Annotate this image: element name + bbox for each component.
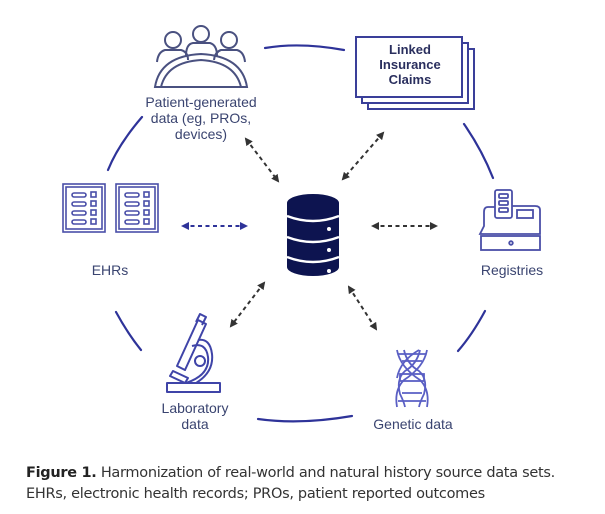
arrow-claims — [341, 131, 385, 181]
label-genetic-data: Genetic data — [373, 416, 453, 432]
label-linked-insurance-claims: Linked Insurance Claims — [360, 42, 460, 87]
cash-register-icon — [478, 189, 541, 251]
label-line: Laboratory — [161, 400, 229, 416]
connections — [181, 131, 438, 331]
label-line: data (eg, PROs, — [150, 110, 252, 126]
ring-segment-bottom-left — [114, 310, 143, 352]
label-patient-generated-data: Patient-generated data (eg, PROs, device… — [138, 94, 264, 142]
stacked-documents-icon — [355, 36, 475, 110]
arrow-genetic — [347, 285, 378, 331]
data-harmonization-diagram — [62, 25, 541, 423]
arrow-laboratory — [229, 281, 266, 328]
label-laboratory-data: Laboratory data — [150, 400, 240, 432]
ring-segment-bottom-right — [456, 309, 487, 353]
dna-icon — [395, 349, 429, 408]
ring-segment-top-right — [462, 122, 495, 180]
people-group-icon — [153, 25, 249, 88]
microscope-icon — [166, 313, 221, 393]
label-line: Insurance — [379, 57, 441, 72]
arrow-patient — [244, 137, 280, 183]
records-icon — [62, 183, 159, 233]
label-line: data — [181, 416, 209, 432]
label-line: Claims — [388, 72, 432, 87]
label-line: Linked — [389, 42, 431, 57]
caption-text: Harmonization of real-world and natural … — [26, 465, 555, 502]
ring-segment-bottom — [256, 414, 354, 423]
label-line: Patient-generated — [145, 94, 257, 110]
database-icon — [286, 194, 340, 276]
ring-segment-top-left — [106, 115, 144, 172]
outer-ring — [106, 44, 495, 423]
label-ehrs: EHRs — [91, 262, 129, 278]
label-registries: Registries — [480, 262, 544, 278]
label-line: devices) — [174, 126, 228, 142]
figure-caption: Figure 1. Harmonization of real-world an… — [26, 463, 596, 505]
ring-segment-top — [263, 44, 346, 52]
figure-number: Figure 1. — [26, 465, 97, 481]
